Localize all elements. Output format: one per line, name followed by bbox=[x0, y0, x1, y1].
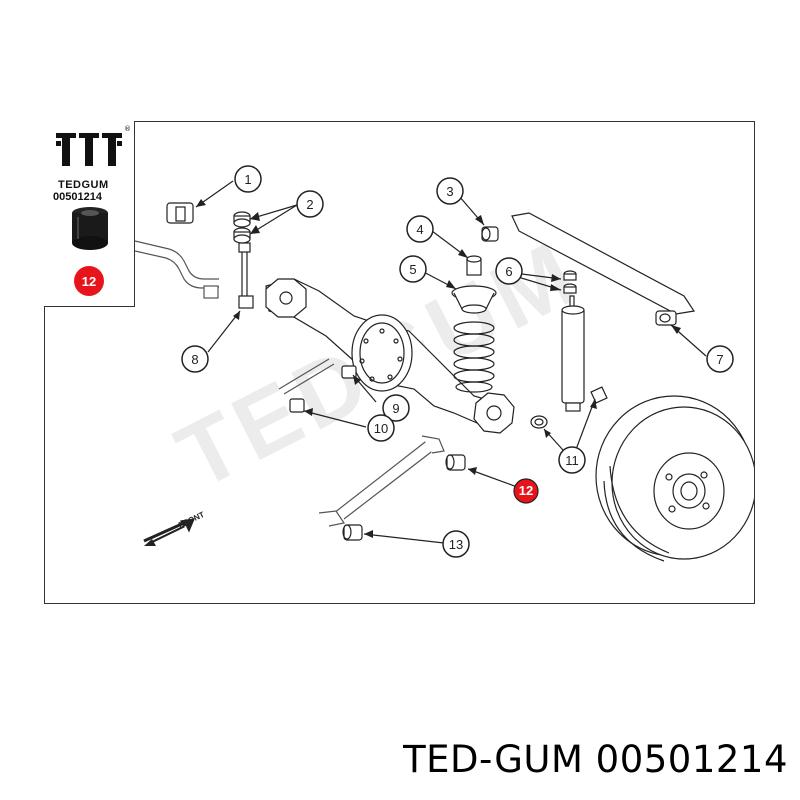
product-info-box: ® TEDGUM 00501214 12 bbox=[44, 121, 135, 307]
callout-11: 11 bbox=[558, 446, 586, 474]
callout-6-label: 6 bbox=[505, 264, 512, 279]
highlight-badge-label: 12 bbox=[82, 274, 96, 289]
callout-9: 9 bbox=[382, 394, 410, 422]
brand-name: TEDGUM bbox=[58, 179, 109, 191]
shock-bushings bbox=[530, 386, 608, 429]
callout-3: 3 bbox=[436, 177, 464, 205]
callout-9-label: 9 bbox=[392, 401, 399, 416]
callout-7: 7 bbox=[706, 345, 734, 373]
lower-arm bbox=[318, 435, 445, 527]
wheel-drum bbox=[595, 395, 755, 562]
stabilizer-bracket bbox=[166, 202, 194, 224]
stabilizer-link bbox=[238, 242, 254, 309]
callout-8-label: 8 bbox=[191, 352, 198, 367]
callout-5-label: 5 bbox=[409, 262, 416, 277]
callout-8: 8 bbox=[181, 345, 209, 373]
callout-13-label: 13 bbox=[449, 537, 463, 552]
callout-10: 10 bbox=[367, 414, 395, 442]
tedgum-logo: ® bbox=[56, 125, 131, 166]
callout-2-label: 2 bbox=[306, 197, 313, 212]
bushing-10 bbox=[289, 398, 305, 413]
rear-axle bbox=[265, 278, 515, 434]
upper-arm bbox=[511, 212, 696, 326]
callout-10-label: 10 bbox=[374, 421, 388, 436]
callout-4-label: 4 bbox=[416, 222, 423, 237]
registered-mark: ® bbox=[124, 125, 131, 133]
diagram-frame bbox=[44, 121, 755, 604]
part-number: 00501214 bbox=[53, 191, 102, 203]
stabilizer-bar bbox=[134, 240, 220, 299]
bushing-9 bbox=[341, 365, 357, 379]
bump-stop bbox=[466, 255, 482, 276]
lateral-link bbox=[278, 358, 335, 395]
link-bushings bbox=[233, 211, 251, 244]
shock-absorber bbox=[561, 270, 585, 412]
bushing-12 bbox=[445, 454, 466, 471]
spring-seat bbox=[451, 285, 497, 314]
callout-12-highlight: 12 bbox=[513, 478, 539, 504]
highlight-badge: 12 bbox=[74, 266, 104, 296]
callout-1: 1 bbox=[234, 165, 262, 193]
callout-2: 2 bbox=[296, 190, 324, 218]
callout-13: 13 bbox=[442, 530, 470, 558]
callout-7-label: 7 bbox=[716, 352, 723, 367]
callout-6: 6 bbox=[495, 257, 523, 285]
rear-suspension-diagram: FRONT bbox=[134, 165, 755, 562]
product-caption: TED-GUM 00501214 bbox=[403, 738, 788, 781]
arm-bushing-3 bbox=[481, 226, 499, 242]
arrowheads bbox=[196, 199, 681, 538]
callout-12-label: 12 bbox=[519, 483, 533, 498]
bushing-13 bbox=[342, 524, 363, 541]
coil-spring bbox=[453, 321, 495, 393]
callout-4: 4 bbox=[406, 215, 434, 243]
bushing-thumbnail bbox=[72, 207, 108, 250]
callout-5: 5 bbox=[399, 255, 427, 283]
callout-3-label: 3 bbox=[446, 184, 453, 199]
callout-1-label: 1 bbox=[244, 172, 251, 187]
callout-11-label: 11 bbox=[565, 453, 579, 468]
